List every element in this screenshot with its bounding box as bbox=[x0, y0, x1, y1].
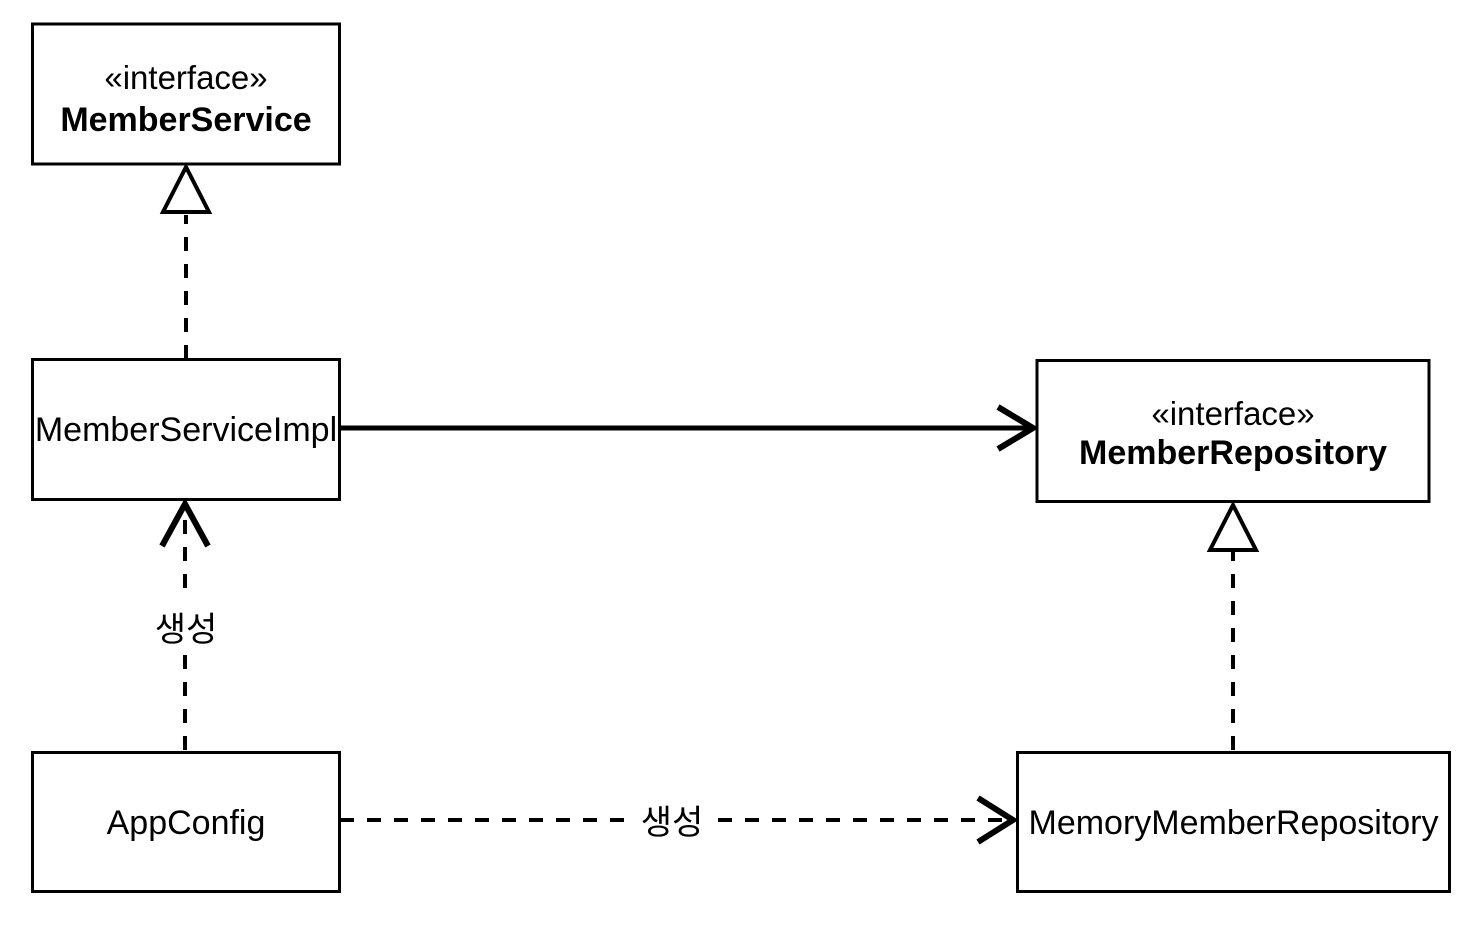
class-box bbox=[31, 358, 341, 501]
edge-association-memberserviceimpl-to-memberrepository bbox=[340, 404, 1039, 452]
class-box bbox=[31, 22, 341, 166]
class-name: AppConfig bbox=[107, 804, 266, 842]
node-app-config: AppConfig bbox=[31, 751, 341, 893]
class-name: MemberServiceImpl bbox=[35, 411, 337, 449]
open-arrowhead-icon bbox=[976, 795, 1019, 845]
node-member-repository: «interface» MemberRepository bbox=[1035, 359, 1431, 503]
stereotype-label: «interface» bbox=[104, 59, 267, 96]
class-box bbox=[1035, 359, 1431, 503]
edge-label-background bbox=[630, 795, 710, 847]
edge-realization-memorymemberrepository-to-memberrepository bbox=[1206, 500, 1260, 750]
node-memory-member-repository: MemoryMemberRepository bbox=[1016, 751, 1451, 893]
edge-label-background bbox=[149, 601, 223, 653]
open-arrowhead-icon bbox=[996, 404, 1039, 452]
class-name: MemberRepository bbox=[1079, 434, 1387, 472]
edge-label-create: 생성 bbox=[641, 804, 704, 842]
edge-realization-memberserviceimpl-to-memberservice bbox=[159, 162, 213, 359]
hollow-triangle-arrowhead-icon bbox=[159, 162, 213, 214]
edge-label-create: 생성 bbox=[155, 611, 218, 649]
node-member-service: «interface» MemberService bbox=[31, 22, 341, 166]
hollow-triangle-arrowhead-icon bbox=[1206, 500, 1260, 552]
stereotype-label: «interface» bbox=[1151, 395, 1314, 432]
node-member-service-impl: MemberServiceImpl bbox=[31, 358, 341, 501]
edge-dependency-appconfig-to-memorymemberrepository: 생성 bbox=[340, 795, 1019, 847]
class-name: MemberService bbox=[60, 101, 311, 139]
open-arrowhead-icon bbox=[159, 497, 211, 548]
class-name: MemoryMemberRepository bbox=[1029, 804, 1439, 842]
class-box bbox=[1016, 751, 1451, 893]
edge-dependency-appconfig-to-memberserviceimpl: 생성 bbox=[149, 497, 223, 750]
class-box bbox=[31, 751, 341, 893]
